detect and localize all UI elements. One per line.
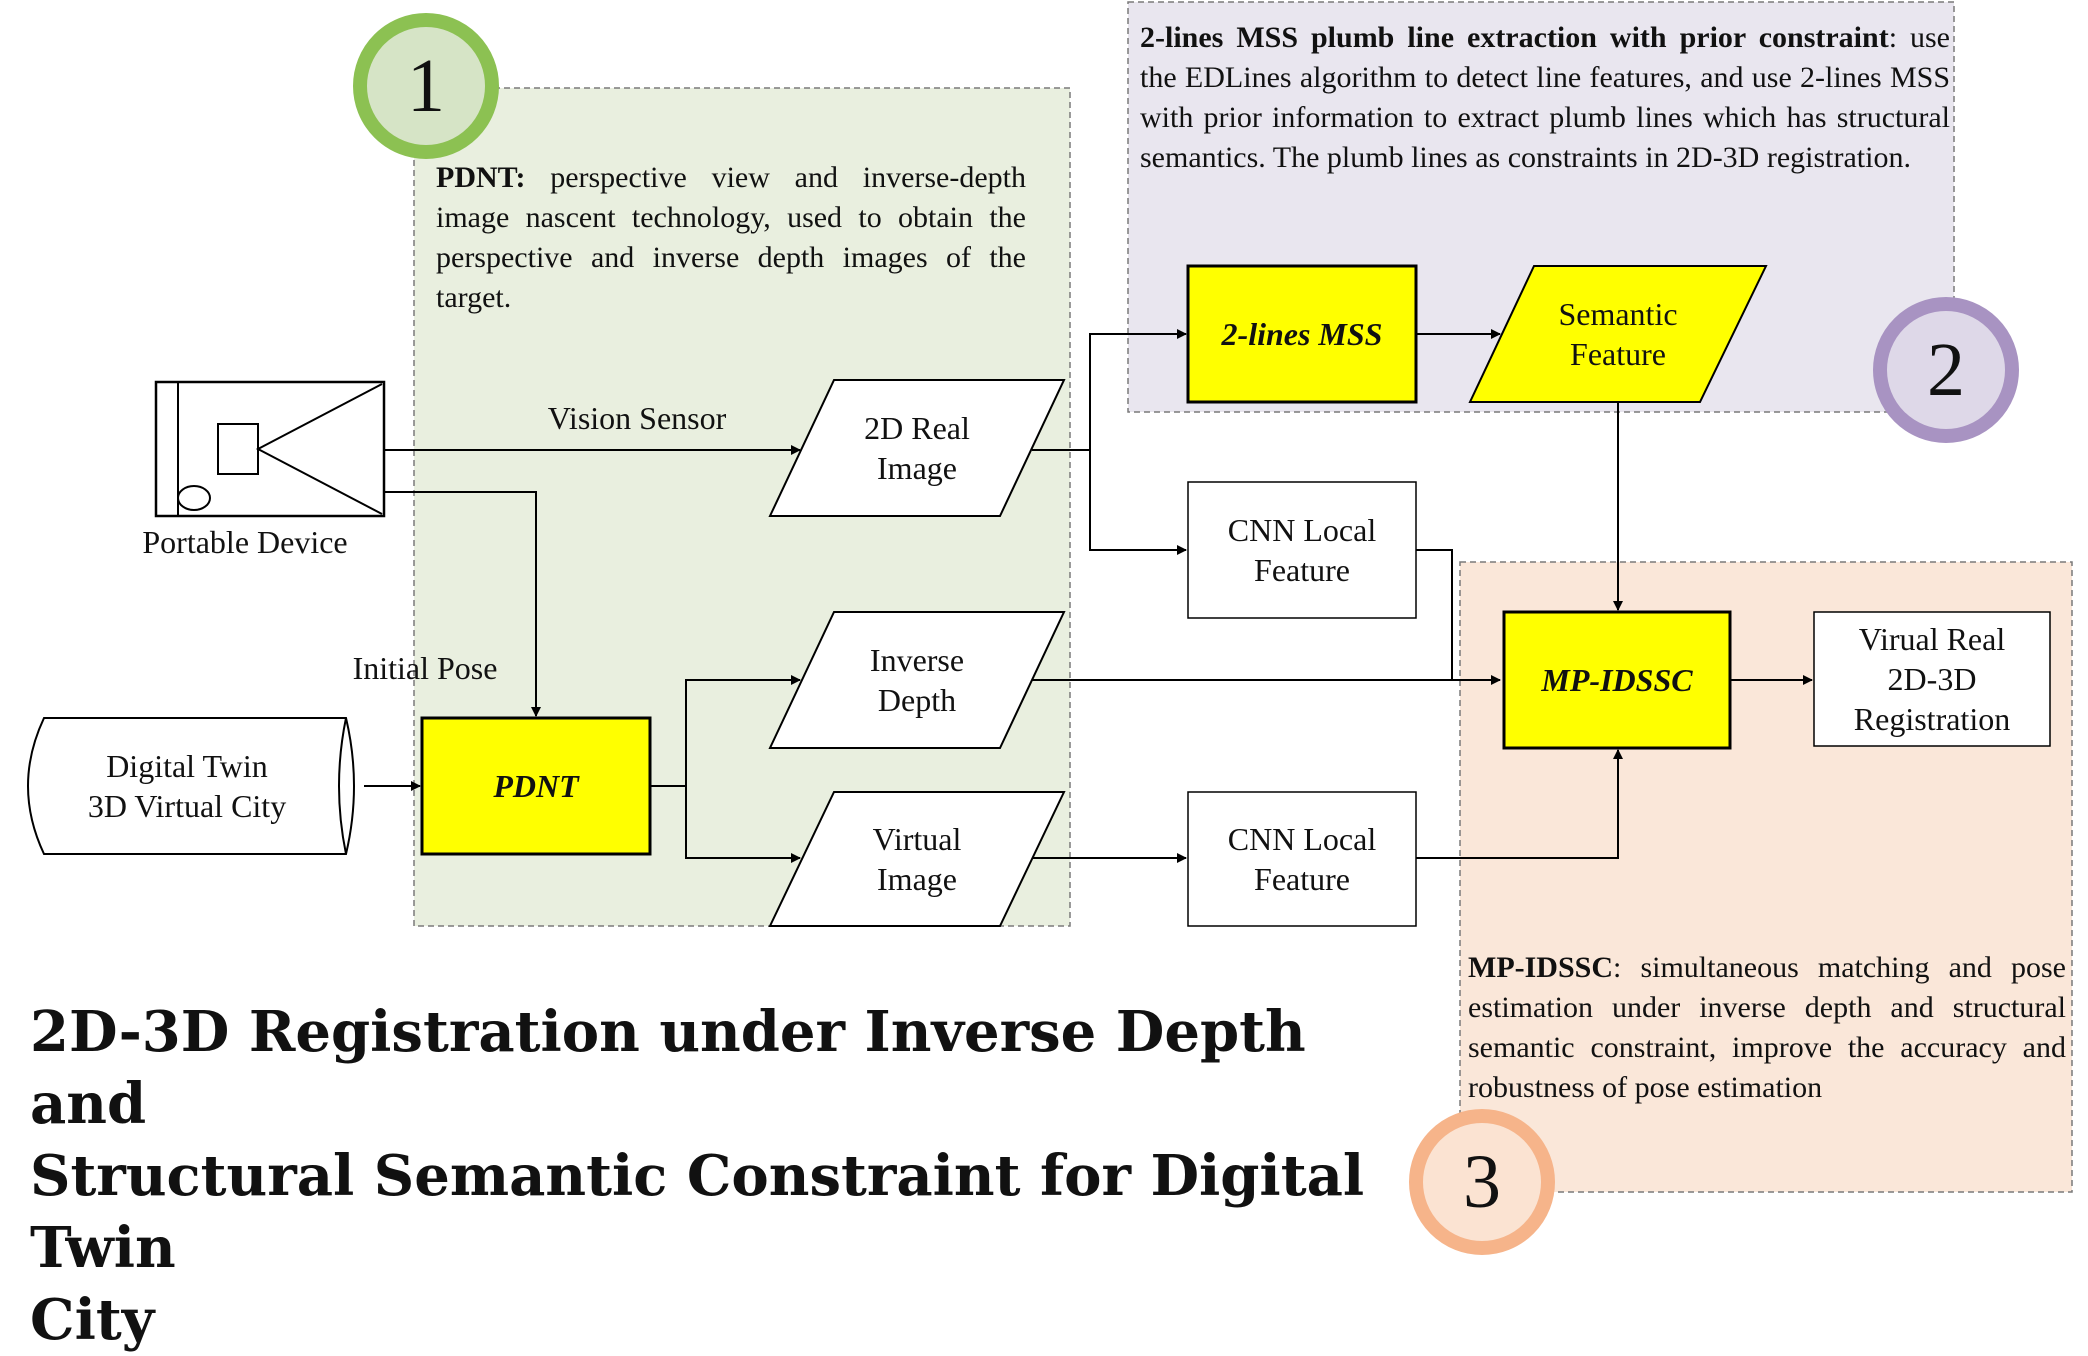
region-2-number: 2 [1927, 327, 1965, 412]
diagram-canvas: 1 2 3 PDNT: perspective view and inverse… [27, 1, 2073, 1353]
mp-idssc-label: MP-IDSSC [1541, 662, 1693, 698]
semantic-feature-label-line2: Feature [1570, 336, 1666, 372]
real-image-label-line2: Image [877, 450, 957, 486]
diagram-graphics [27, 1, 2073, 1255]
output-registration-box [1813, 611, 2051, 747]
arrow-pdnt-to-inverse-depth [650, 675, 801, 787]
cnn-local-feature-bottom-box [1187, 791, 1417, 927]
real-image-shape [768, 379, 1066, 517]
lines-mss-label: 2-lines MSS [1221, 316, 1383, 352]
arrow-real-image-to-cnn-top [1089, 450, 1187, 555]
region-2-heading: 2-lines MSS plumb line extraction with p… [1140, 21, 1889, 54]
mp-idssc-box [1502, 610, 1732, 750]
digital-twin-cylinder [27, 717, 355, 855]
arrow-pdnt-to-virtual-image [685, 786, 801, 863]
real-image-label-line1: 2D Real [864, 410, 970, 446]
region-1-description: PDNT: perspective view and inverse-depth… [436, 158, 1026, 318]
region-2-description: 2-lines MSS plumb line extraction with p… [1140, 18, 1950, 178]
output-label-line3: Registration [1853, 701, 2011, 737]
title-line-1: 2D-3D Registration under Inverse Depth a… [30, 999, 1306, 1137]
inverse-depth-shape [768, 611, 1066, 749]
title-line-3: City [30, 1287, 155, 1353]
digital-twin-label-line2: 3D Virtual City [87, 788, 287, 824]
cnn-top-label-line2: Feature [1254, 552, 1350, 588]
cnn-local-feature-top-box [1187, 481, 1417, 619]
arrow-real-image-to-lines-mss [1032, 329, 1187, 451]
inverse-depth-label-line1: Inverse [869, 642, 965, 678]
virtual-image-shape [768, 791, 1066, 927]
pdnt-label: PDNT [493, 768, 579, 804]
region-2-number-circle [1873, 297, 2019, 443]
portable-device-label: Portable Device [142, 524, 348, 560]
region-1-number: 1 [407, 43, 445, 128]
digital-twin-label-line1: Digital Twin [106, 748, 268, 784]
region-1-text: perspective view and inverse-depth image… [436, 161, 1026, 314]
arrow-cnn-top-to-mp-idssc [1416, 549, 1453, 680]
cnn-bottom-label-line1: CNN Local [1227, 821, 1377, 857]
semantic-feature-shape [1468, 265, 1768, 403]
arrow-cnn-bottom-to-mp-idssc [1416, 749, 1623, 859]
region-3-heading: MP-IDSSC [1468, 951, 1614, 984]
region-3-number: 3 [1463, 1139, 1501, 1224]
output-label-line1: Virual Real [1858, 621, 2006, 657]
output-label-line2: 2D-3D [1887, 661, 1977, 697]
vision-sensor-label: Vision Sensor [547, 400, 727, 436]
initial-pose-label: Initial Pose [352, 650, 498, 686]
virtual-image-label-line1: Virtual [872, 821, 962, 857]
virtual-image-label-line2: Image [877, 861, 957, 897]
region-2-text: : use the EDLines algorithm to detect li… [1140, 21, 1950, 174]
semantic-feature-label-line1: Semantic [1558, 296, 1678, 332]
title-line-2: Structural Semantic Constraint for Digit… [30, 1143, 1365, 1281]
cnn-bottom-label-line2: Feature [1254, 861, 1350, 897]
lines-mss-box [1186, 264, 1418, 404]
cnn-top-label-line1: CNN Local [1227, 512, 1377, 548]
figure-title: 2D-3D Registration under Inverse Depth a… [30, 996, 1430, 1356]
region-3-text: : simultaneous matching and pose estimat… [1468, 951, 2066, 1104]
output-registration-label: Virual Real 2D-3D Registration [1814, 612, 2050, 746]
region-3-number-circle [1409, 1109, 1555, 1255]
portable-device-icon [154, 380, 386, 518]
region-1-heading: PDNT: [436, 161, 526, 194]
pdnt-box [420, 716, 652, 856]
region-3-description: MP-IDSSC: simultaneous matching and pose… [1468, 948, 2066, 1108]
arrow-device-to-pdnt [384, 491, 541, 717]
region-1-number-circle [353, 13, 499, 159]
inverse-depth-label-line2: Depth [877, 682, 957, 718]
digital-twin-label: Digital Twin 3D Virtual City [44, 718, 330, 854]
